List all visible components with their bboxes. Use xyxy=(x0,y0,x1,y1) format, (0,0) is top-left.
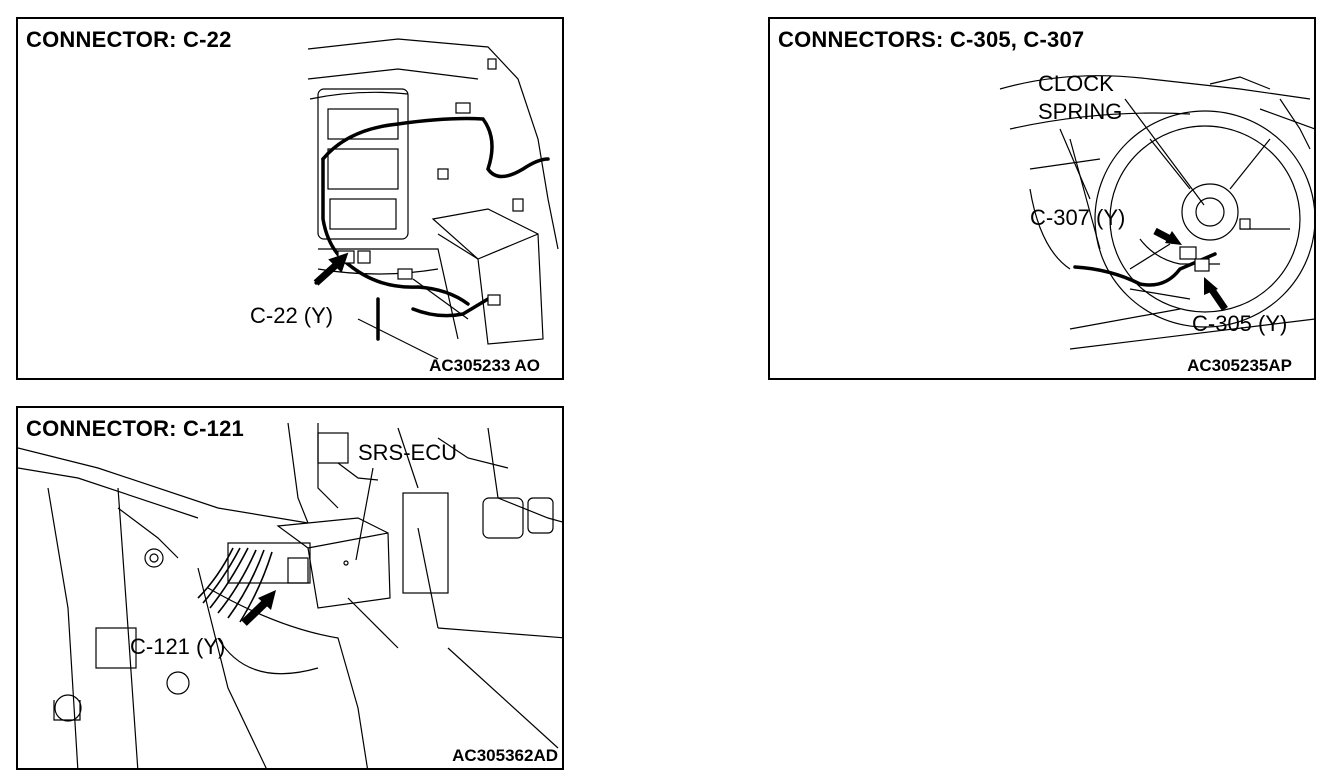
c121-callout: C-121 (Y) xyxy=(130,634,226,659)
srs-ecu-illustration xyxy=(18,422,562,768)
panel-title: CONNECTOR: C-22 xyxy=(26,27,232,52)
panel-title: CONNECTORS: C-305, C-307 xyxy=(778,27,1085,52)
connectors-c305-c307-panel: CONNECTORS: C-305, C-307 CLOCK SPRING C-… xyxy=(768,17,1316,380)
dashboard-harness-illustration xyxy=(307,38,559,360)
clock-spring-callout-line2: SPRING xyxy=(1038,99,1123,124)
steering-wheel-illustration xyxy=(999,75,1314,350)
c22-callout: C-22 (Y) xyxy=(250,303,334,328)
figure-code: AC305233 AO xyxy=(429,356,540,375)
srs-ecu-callout: SRS-ECU xyxy=(358,440,458,465)
panel-title: CONNECTOR: C-121 xyxy=(26,416,244,441)
clock-spring-callout-line1: CLOCK xyxy=(1038,71,1114,96)
c307-callout: C-307 (Y) xyxy=(1030,205,1126,230)
figure-code: AC305235AP xyxy=(1187,356,1292,375)
connector-c22-panel: CONNECTOR: C-22 C-22 (Y) AC305233 AO xyxy=(16,17,564,380)
connector-c121-panel: CONNECTOR: C-121 SRS-ECU C-121 (Y) AC305… xyxy=(16,406,564,770)
figure-code: AC305362AD xyxy=(452,746,558,765)
c305-callout: C-305 (Y) xyxy=(1192,311,1288,336)
